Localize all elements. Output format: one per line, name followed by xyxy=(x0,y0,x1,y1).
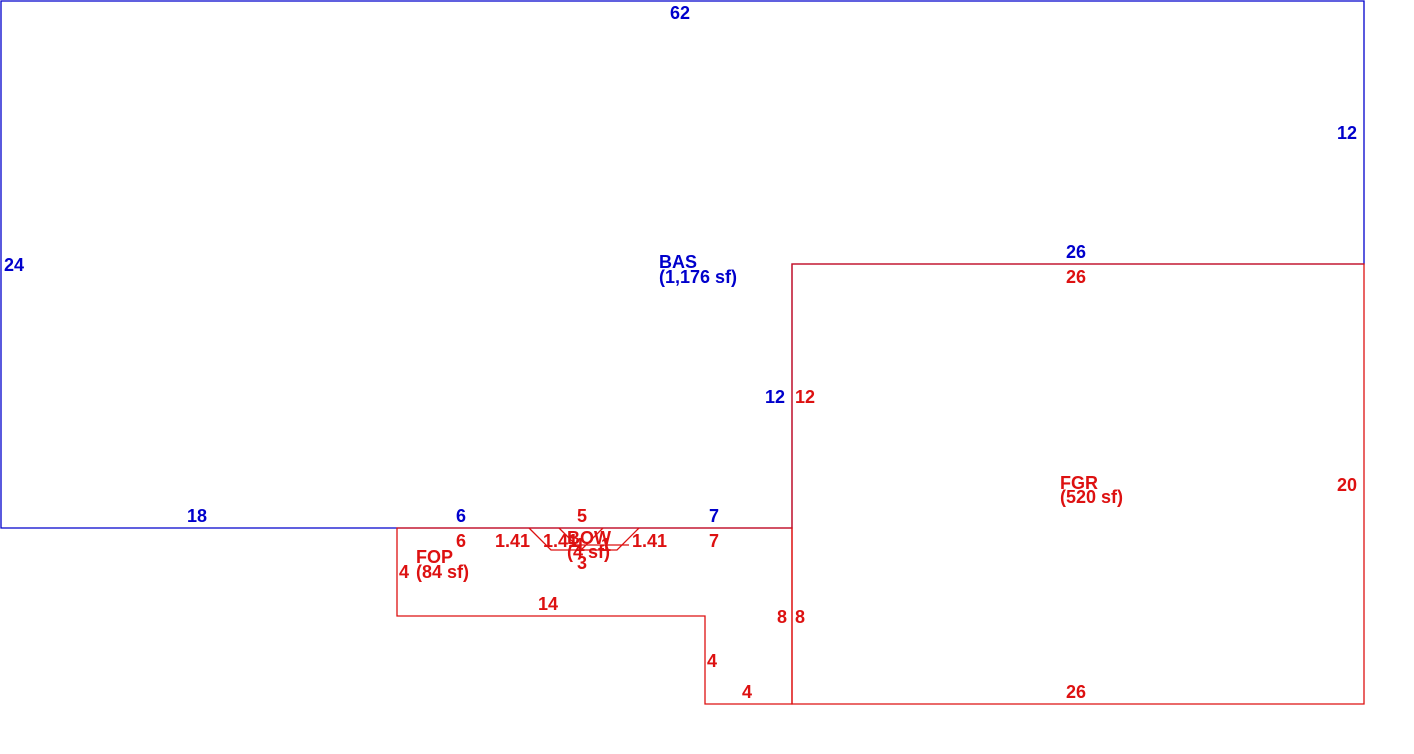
bas-area-label: (1,176 sf) xyxy=(659,267,737,287)
fgr-area-label: (520 sf) xyxy=(1060,487,1123,507)
dim-fop-left: 4 xyxy=(399,562,409,582)
dim-bas-bottom-left: 18 xyxy=(187,506,207,526)
dim-fgr-left: 12 xyxy=(795,387,815,407)
dim-fop-right: 8 xyxy=(777,607,787,627)
dim-bas-bottom-6: 6 xyxy=(456,506,466,526)
bow-code-label: BOW xyxy=(567,528,611,548)
dim-bow-inner-diag: 1.41 xyxy=(543,531,578,551)
dim-bow-depth-b: 1 xyxy=(601,535,611,555)
dim-fop-notch-side: 4 xyxy=(707,651,717,671)
dim-bas-right: 12 xyxy=(1337,123,1357,143)
dim-fgr-bottom: 26 xyxy=(1066,682,1086,702)
dim-bow-left-diag: 1.41 xyxy=(495,531,530,551)
dim-fgr-left-lower: 8 xyxy=(795,607,805,627)
bow-inner-outline xyxy=(558,527,629,551)
dim-bas-top: 62 xyxy=(670,3,690,23)
bow-area-label: (4 sf) xyxy=(567,542,610,562)
fop-code-label: FOP xyxy=(416,547,453,567)
dim-fgr-right: 20 xyxy=(1337,475,1357,495)
dim-fgr-top: 26 xyxy=(1066,267,1086,287)
dim-bow-right-diag: 1.41 xyxy=(632,531,667,551)
dim-bas-bottom-5: 5 xyxy=(577,506,587,526)
dim-bow-width: 3 xyxy=(577,553,587,573)
bow-outline xyxy=(528,527,640,551)
dim-bow-depth-a: 1 xyxy=(575,535,585,555)
dim-fop-bottom: 14 xyxy=(538,594,558,614)
bas-code-label: BAS xyxy=(659,252,697,272)
fop-outline xyxy=(396,527,793,705)
dim-bas-step-top: 26 xyxy=(1066,242,1086,262)
dim-fop-notch-bottom: 4 xyxy=(742,682,752,702)
dim-bas-left: 24 xyxy=(4,255,24,275)
dim-fop-top-7: 7 xyxy=(709,531,719,551)
fop-area-label: (84 sf) xyxy=(416,562,469,582)
dim-bas-bottom-7: 7 xyxy=(709,506,719,526)
fgr-code-label: FGR xyxy=(1060,473,1098,493)
dim-bas-step-side: 12 xyxy=(765,387,785,407)
dim-fop-side-6: 6 xyxy=(456,531,466,551)
